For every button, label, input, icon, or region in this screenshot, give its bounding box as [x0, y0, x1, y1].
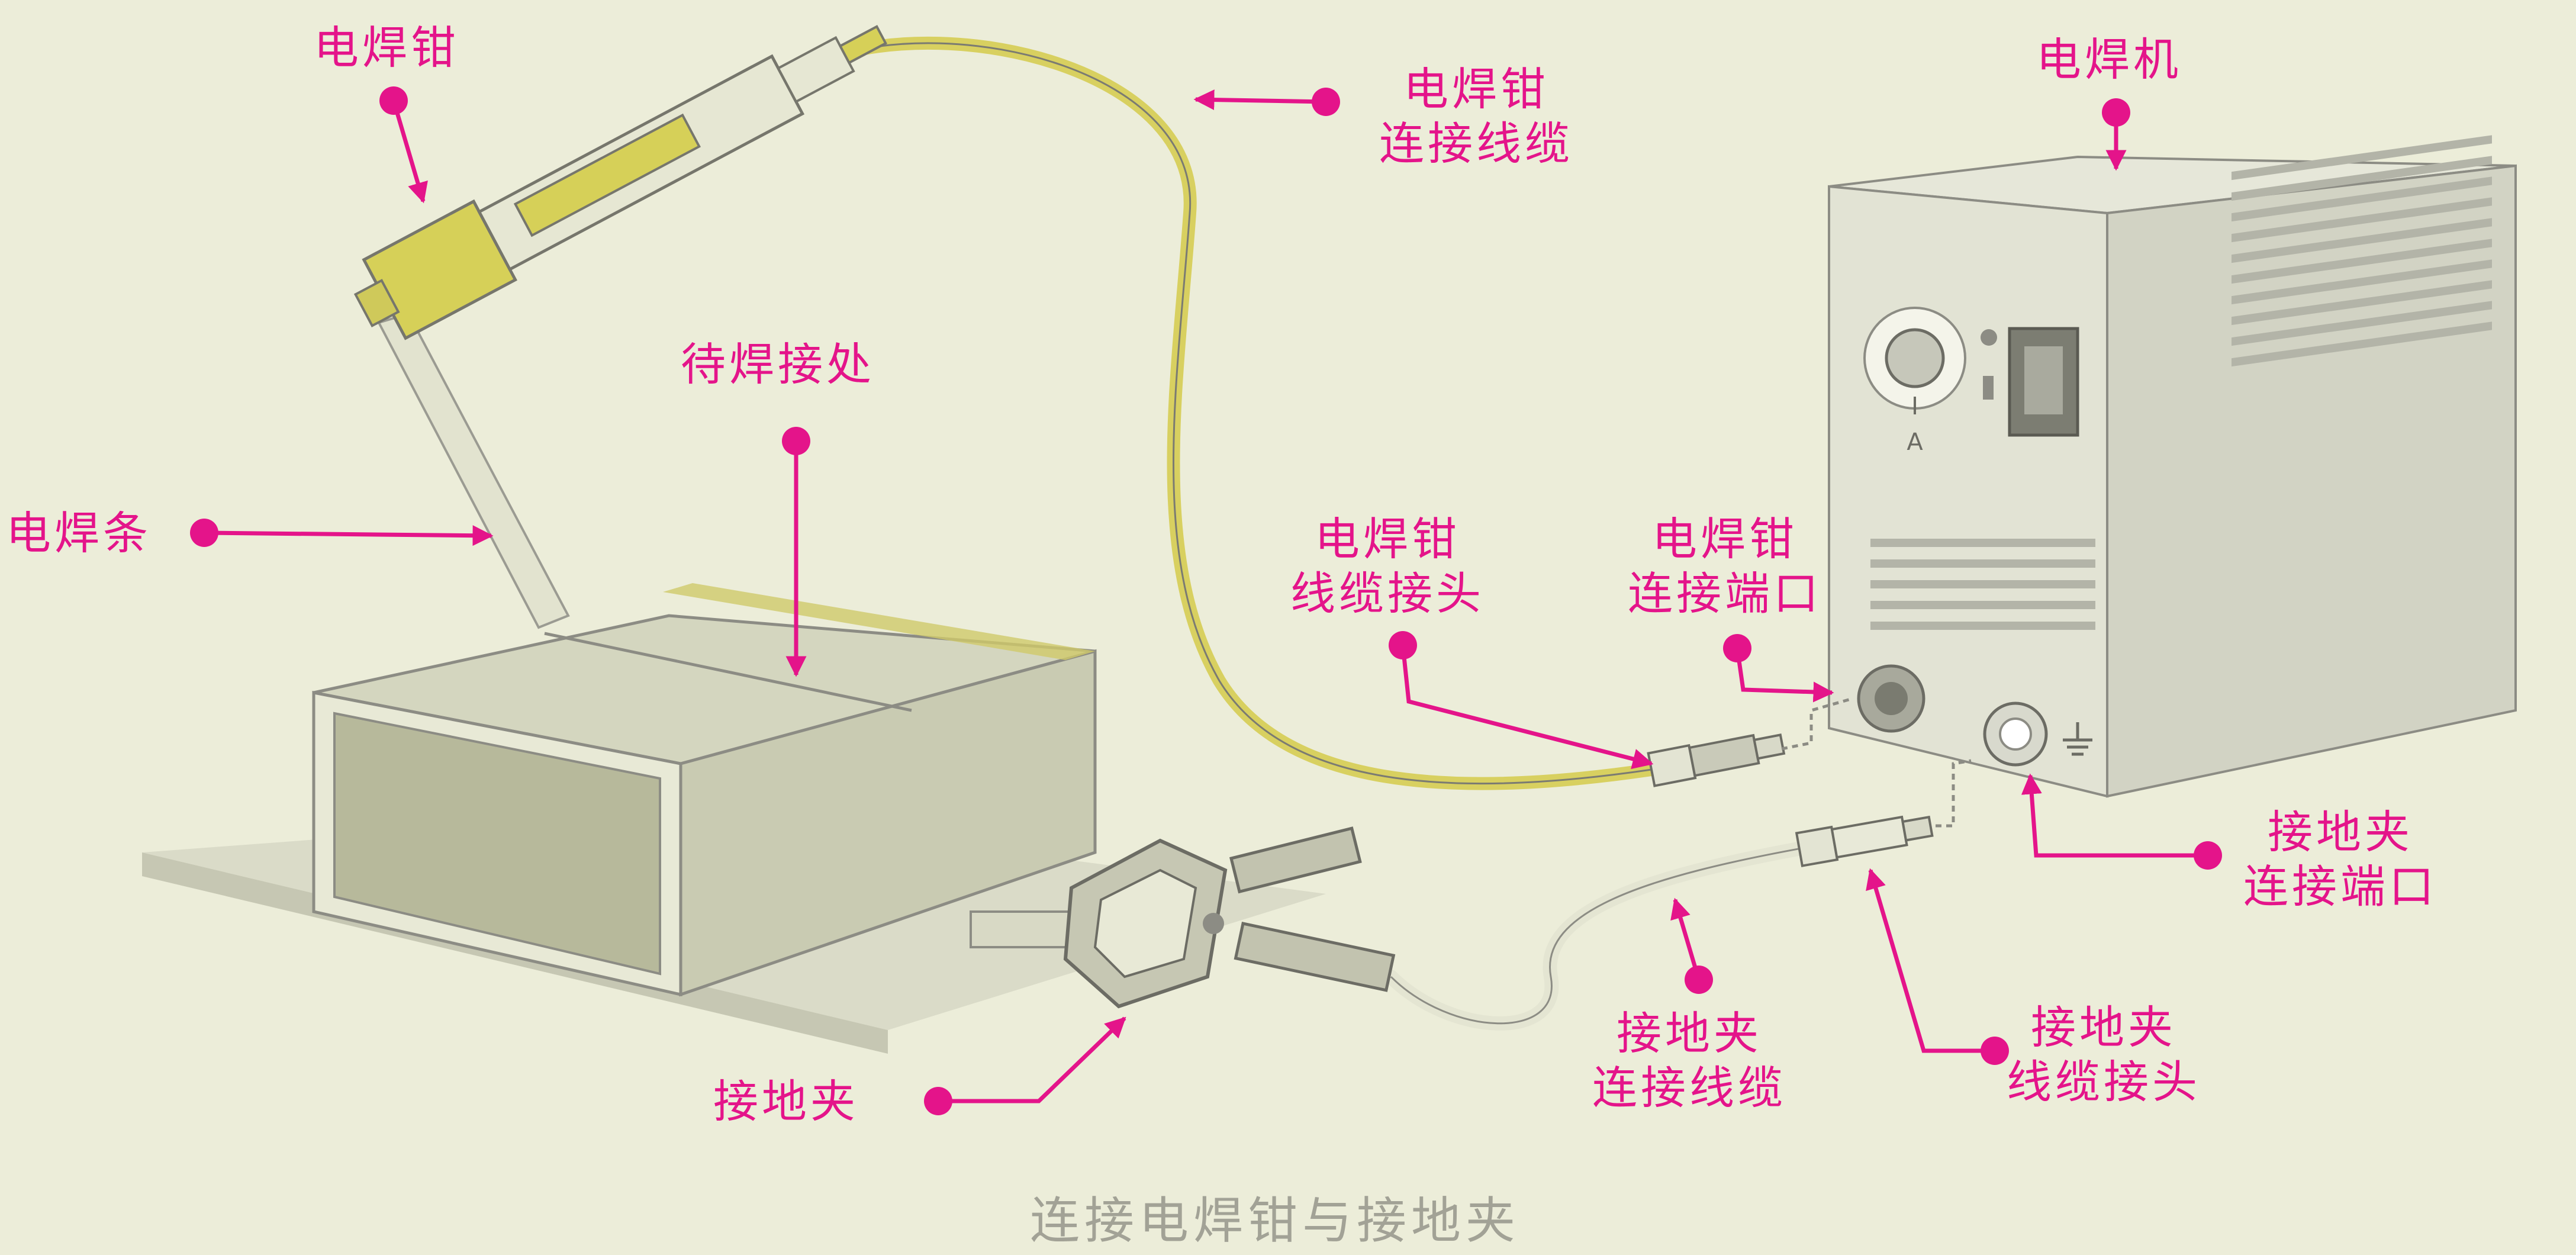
label-ground-port: 接地夹 连接端口	[2243, 805, 2437, 914]
indicator-switch	[1983, 376, 1994, 400]
figure-caption: 连接电焊钳与接地夹	[1030, 1192, 1521, 1250]
indicator-light	[1981, 329, 1997, 346]
workpiece-box	[312, 583, 1097, 997]
label-electrode: 电焊条	[6, 506, 152, 561]
label-holder-plug-line1: 电焊钳	[1315, 513, 1460, 565]
holder-plug-insert-path	[1781, 697, 1853, 751]
label-ground-clamp: 接地夹	[713, 1074, 859, 1129]
pointer-holder-plug	[1400, 645, 1654, 770]
label-welding-machine: 电焊机	[2036, 33, 2182, 87]
label-weld-point-text: 待焊接处	[681, 338, 875, 391]
label-electrode-text: 电焊条	[6, 507, 152, 559]
holder-cable-plug	[1647, 733, 1786, 787]
side-vent-slots	[2232, 135, 2492, 367]
pointer-holder-cable	[1193, 89, 1326, 111]
welding-machine-body: A	[1828, 135, 2517, 798]
label-holder-plug: 电焊钳 线缆接头	[1290, 512, 1485, 621]
label-holder-port-line1: 电焊钳	[1652, 513, 1798, 565]
label-ground-plug-line2: 线缆接头	[2007, 1056, 2201, 1108]
label-ground-port-line1: 接地夹	[2268, 806, 2413, 858]
label-ground-plug-line1: 接地夹	[2031, 1001, 2176, 1054]
front-vent-slots	[1870, 539, 2095, 630]
pointer-ground-plug	[1866, 868, 1995, 1053]
label-ground-clamp-text: 接地夹	[713, 1075, 859, 1128]
callout-pointers	[204, 89, 2208, 1103]
electrode-rod	[377, 312, 570, 629]
label-ground-plug: 接地夹 线缆接头	[2007, 1000, 2201, 1109]
callout-dots	[190, 86, 2222, 1115]
label-electrode-holder-text: 电焊钳	[314, 21, 459, 74]
ground-plug-insert-path	[1936, 759, 1972, 828]
ground-clamp-body	[1063, 826, 1396, 1009]
pointer-ground-port	[2021, 773, 2208, 858]
label-ground-cable-line2: 连接线缆	[1592, 1061, 1786, 1114]
label-holder-cable-line1: 电焊钳	[1403, 63, 1549, 115]
label-holder-plug-line2: 线缆接头	[1290, 567, 1485, 620]
label-holder-cable: 电焊钳 连接线缆	[1379, 62, 1573, 171]
label-electrode-holder: 电焊钳	[314, 21, 459, 75]
ground-cable	[1384, 839, 1818, 1031]
label-welding-machine-text: 电焊机	[2036, 33, 2182, 86]
pointer-electrode	[204, 525, 494, 546]
label-weld-point: 待焊接处	[681, 337, 875, 392]
label-holder-port: 电焊钳 连接端口	[1628, 512, 1822, 621]
current-dial-knob	[1885, 328, 1945, 388]
label-ground-cable: 接地夹 连接线缆	[1592, 1006, 1786, 1115]
electrode-holder-body	[353, 25, 888, 340]
label-ground-port-line2: 连接端口	[2243, 860, 2437, 913]
label-holder-cable-line2: 连接线缆	[1379, 117, 1573, 170]
pointer-ground-clamp	[938, 1016, 1126, 1103]
ground-cable-plug	[1795, 815, 1934, 867]
label-holder-port-line2: 连接端口	[1628, 567, 1822, 620]
ground-symbol-icon	[2063, 722, 2092, 756]
label-ground-cable-line1: 接地夹	[1617, 1007, 1762, 1060]
pointer-holder-port	[1735, 648, 1834, 703]
pointer-electrode-holder	[391, 100, 428, 204]
dial-unit-label: A	[1907, 429, 1923, 456]
